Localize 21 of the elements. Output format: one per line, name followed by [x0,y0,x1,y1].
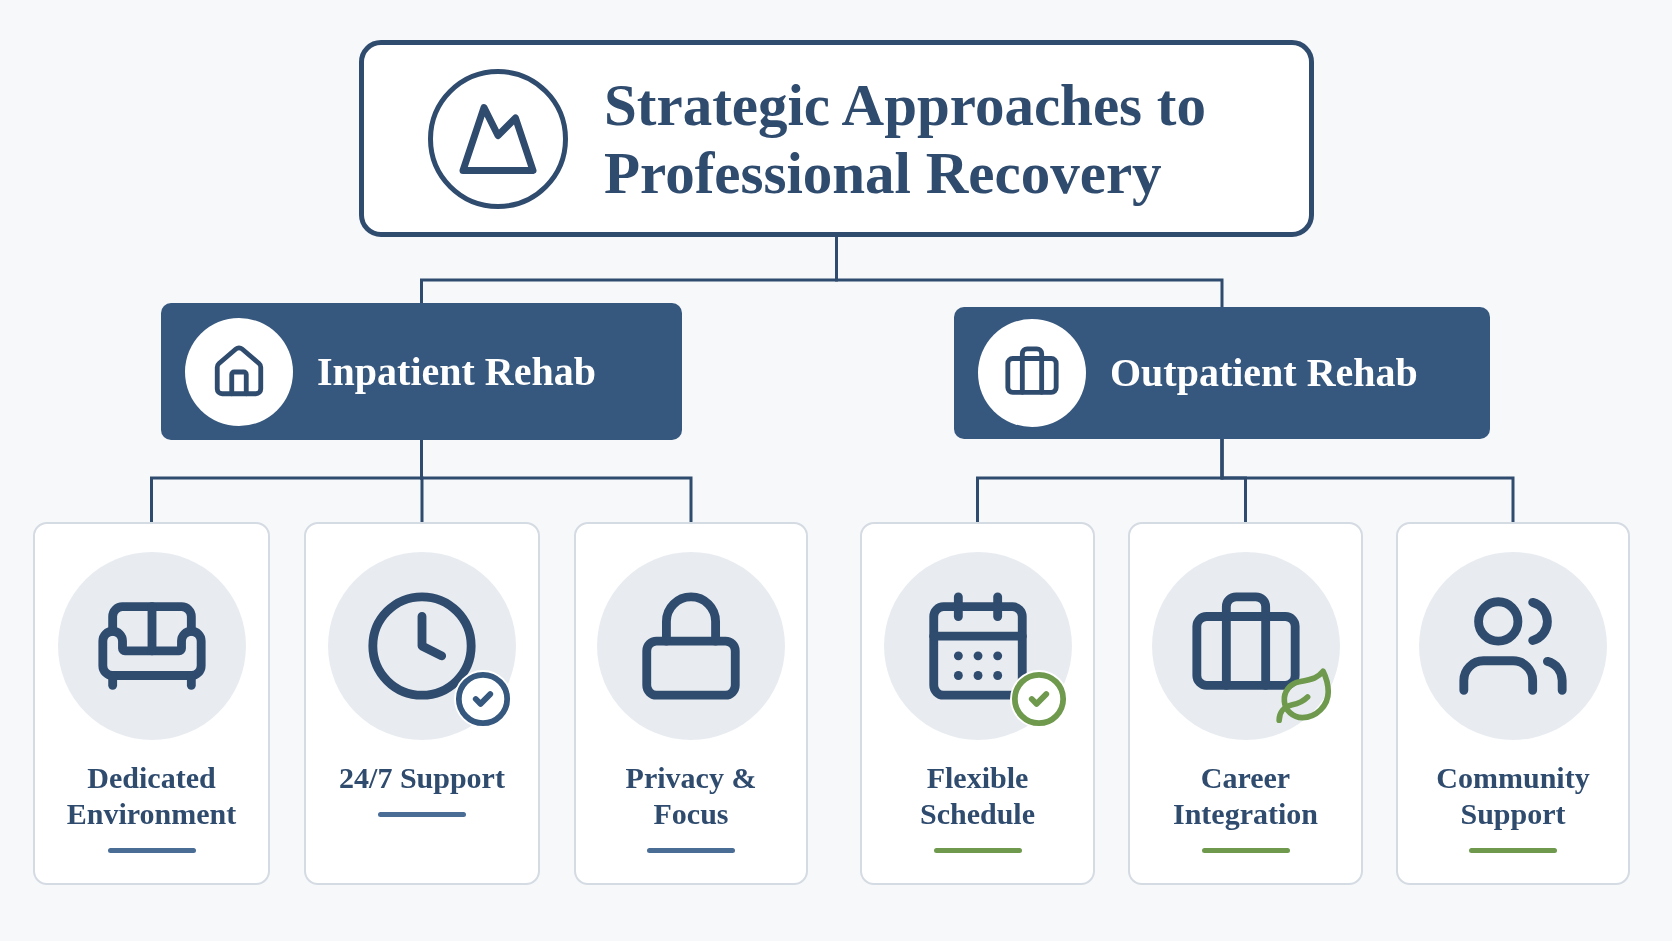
feature-card [304,522,540,885]
card-label: Privacy & Focus [624,760,758,832]
feature-card [1396,522,1630,885]
connector-line [1220,439,1515,522]
card-label: Dedicated Environment [65,760,238,832]
card-label: Flexible Schedule [919,760,1036,832]
connector-line [420,440,693,522]
card-label: 24/7 Support [338,760,506,796]
feature-card [574,522,808,885]
connector-line [835,237,1224,307]
category-box [954,307,1490,439]
feature-card [860,522,1095,885]
feature-card [1128,522,1363,885]
feature-card [33,522,270,885]
category-box [161,303,682,440]
category-heading: Inpatient Rehab [317,347,596,396]
heading-text: Strategic Approaches to Professional Recovery [604,70,1207,207]
title-box [359,40,1314,237]
card-label: Community Support [1435,760,1591,832]
category-heading: Outpatient Rehab [1110,349,1418,397]
card-label: Career Integration [1172,760,1319,832]
